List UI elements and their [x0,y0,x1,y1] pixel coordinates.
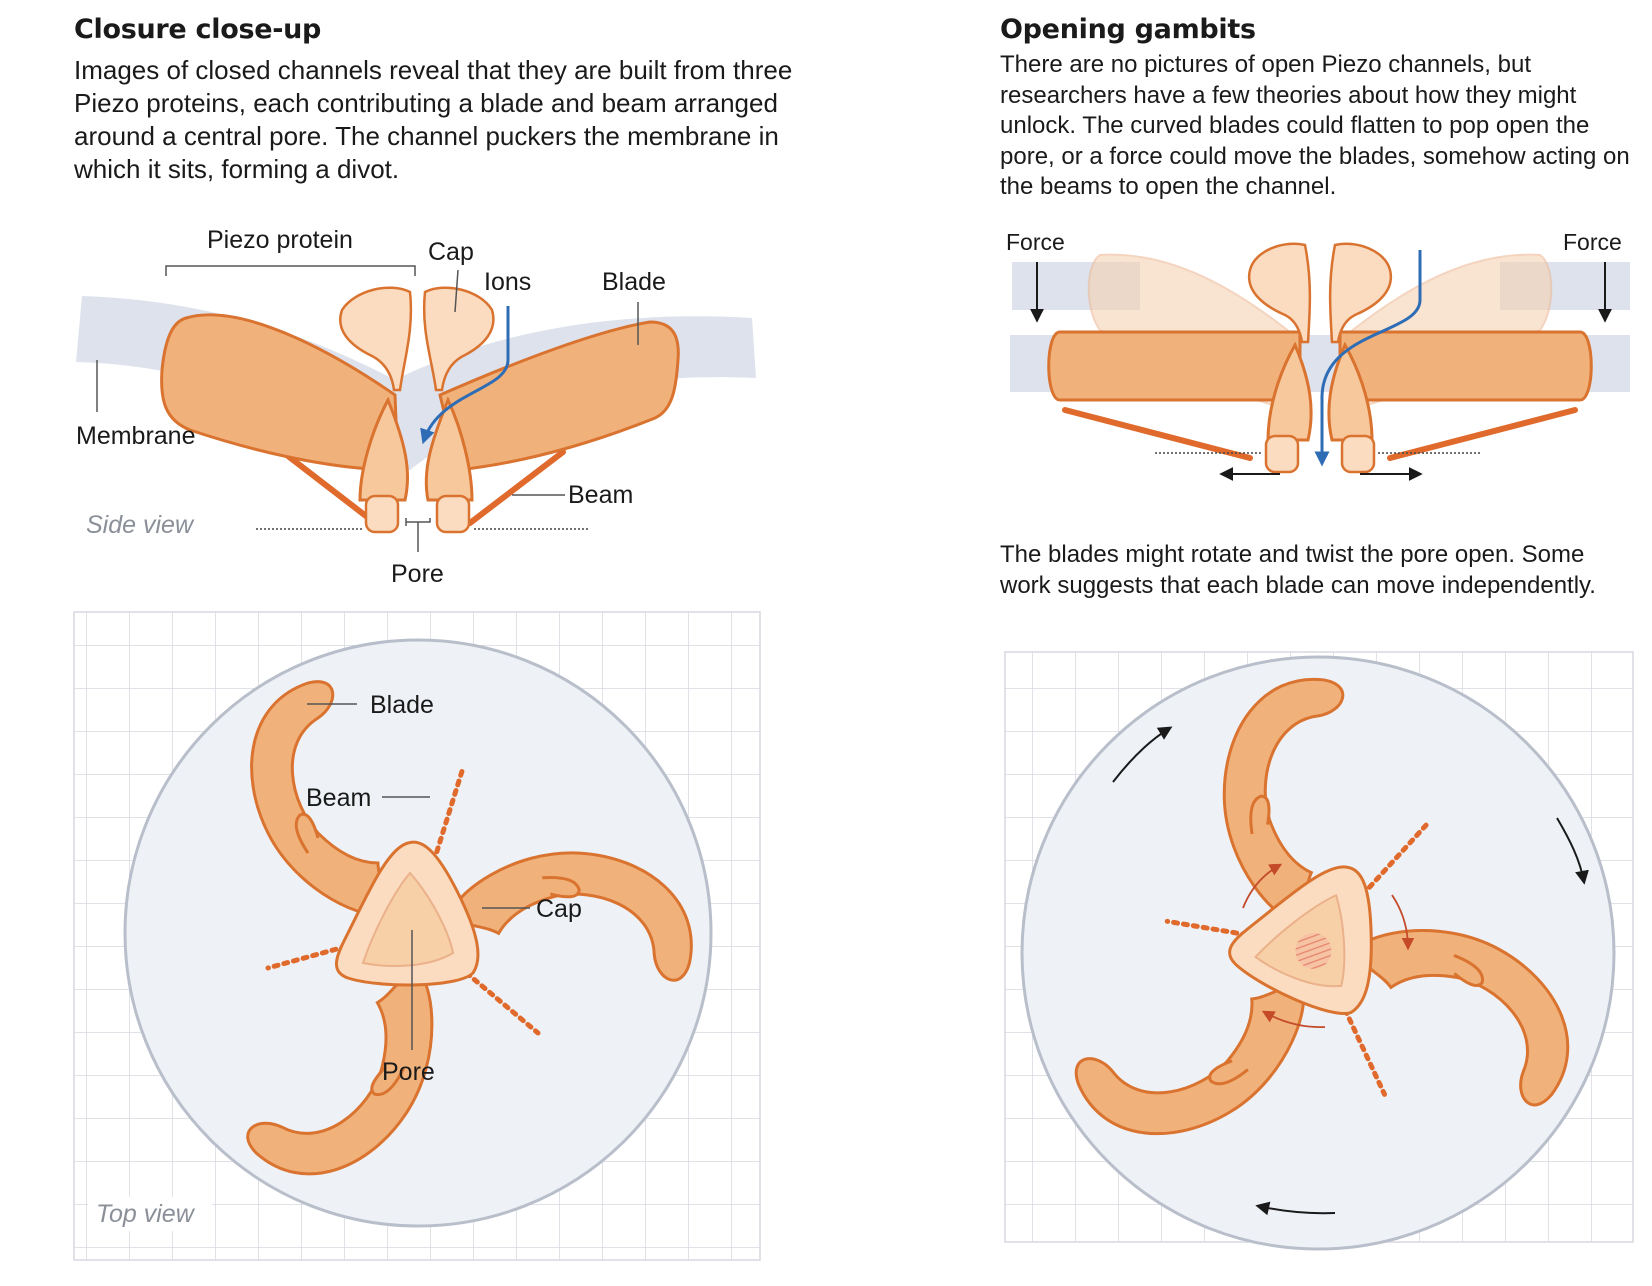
top-view-diagram: Blade Beam Cap Pore Top view [73,611,761,1261]
ion-arrow-icon [420,306,510,445]
blade-left [1047,330,1302,402]
cap-left [339,286,413,392]
rotation-arrow-icon [1112,726,1173,783]
rotation-arrow-icon [1255,1201,1336,1216]
left-description: Images of closed channels reveal that th… [74,55,793,184]
label-beam: Beam [568,481,633,509]
open-pore [1295,932,1332,969]
side-view-diagram: Piezo protein Cap Ions Blade Membrane Be… [76,226,756,588]
foot [364,494,400,534]
blade-left [160,313,400,472]
foot [435,494,471,534]
right-description-2: The blades might rotate and twist the po… [1000,541,1596,599]
side-view-label: Side view [86,511,195,539]
blade-right [438,320,680,472]
blade-group [213,680,721,1205]
label-membrane: Membrane [76,422,196,450]
label-force-right: Force [1563,229,1622,255]
label-force-left: Force [1006,229,1065,255]
top-label-blade: Blade [370,691,434,719]
top-label-cap: Cap [536,895,582,923]
beam [467,449,566,526]
top-label-pore: Pore [382,1058,435,1086]
rotation-arrow-icon [1556,817,1589,885]
right-title: Opening gambits [1000,14,1256,45]
top-label-beam: Beam [306,784,371,812]
force-diagram: Force Force [1006,229,1630,481]
label-blade: Blade [602,268,666,296]
top-view-label: Top view [96,1200,196,1228]
ion-arrow-icon [1314,250,1422,467]
blade-group [1068,677,1600,1144]
left-title: Closure close-up [74,14,322,45]
label-ions: Ions [484,268,531,296]
blade-right [1338,330,1593,402]
right-description: There are no pictures of open Piezo chan… [1000,51,1630,200]
rotation-diagram [1004,651,1634,1251]
label-cap: Cap [428,238,474,266]
label-piezo-protein: Piezo protein [207,226,353,254]
cap-right [422,286,495,392]
label-pore: Pore [391,560,444,588]
